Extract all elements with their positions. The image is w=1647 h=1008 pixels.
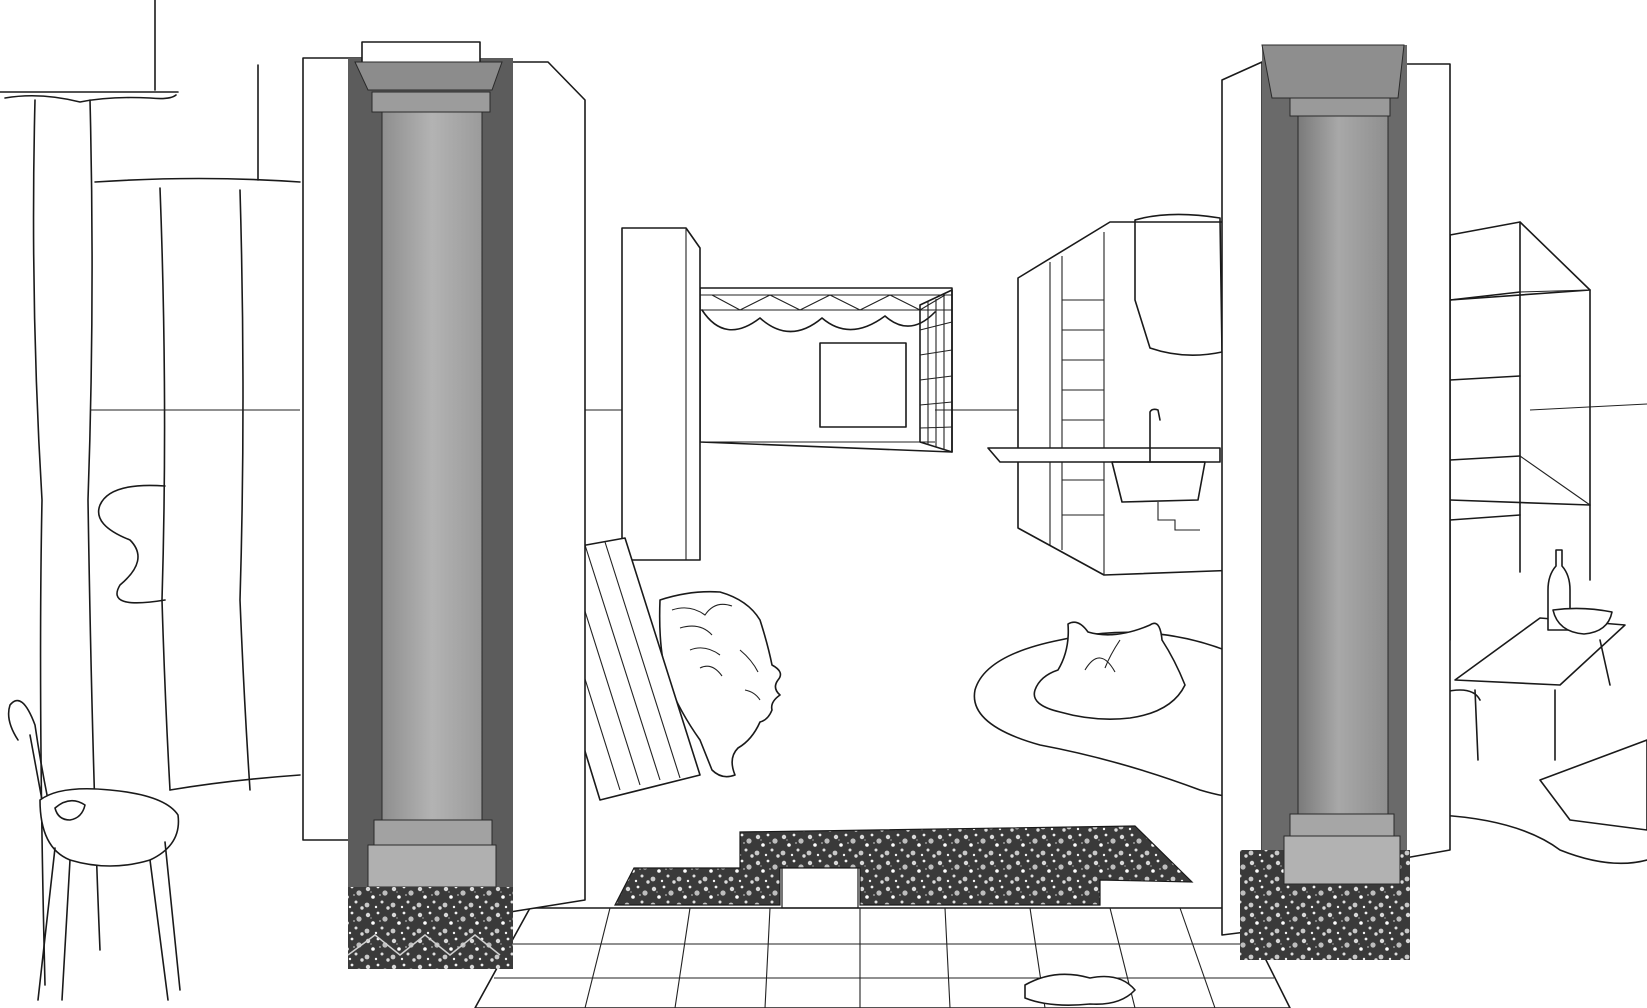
- bowl: [1552, 607, 1613, 635]
- side-table: [1419, 617, 1647, 865]
- chair: [7, 699, 181, 1001]
- kitchen-unit: [987, 213, 1241, 576]
- classical-head: [658, 590, 782, 778]
- floor-cushion: [1024, 973, 1136, 1006]
- left-return-panel: [509, 61, 586, 913]
- rug: [973, 631, 1263, 799]
- right-column: [1240, 44, 1410, 960]
- terrazzo-floor: [614, 825, 1194, 906]
- right-wall-panel: [1404, 63, 1451, 859]
- left-column: [347, 41, 513, 969]
- partition-wall: [621, 227, 701, 561]
- tiled-floor: [474, 907, 1291, 1008]
- pillow: [1033, 621, 1186, 720]
- right-door-panel: [1221, 61, 1263, 936]
